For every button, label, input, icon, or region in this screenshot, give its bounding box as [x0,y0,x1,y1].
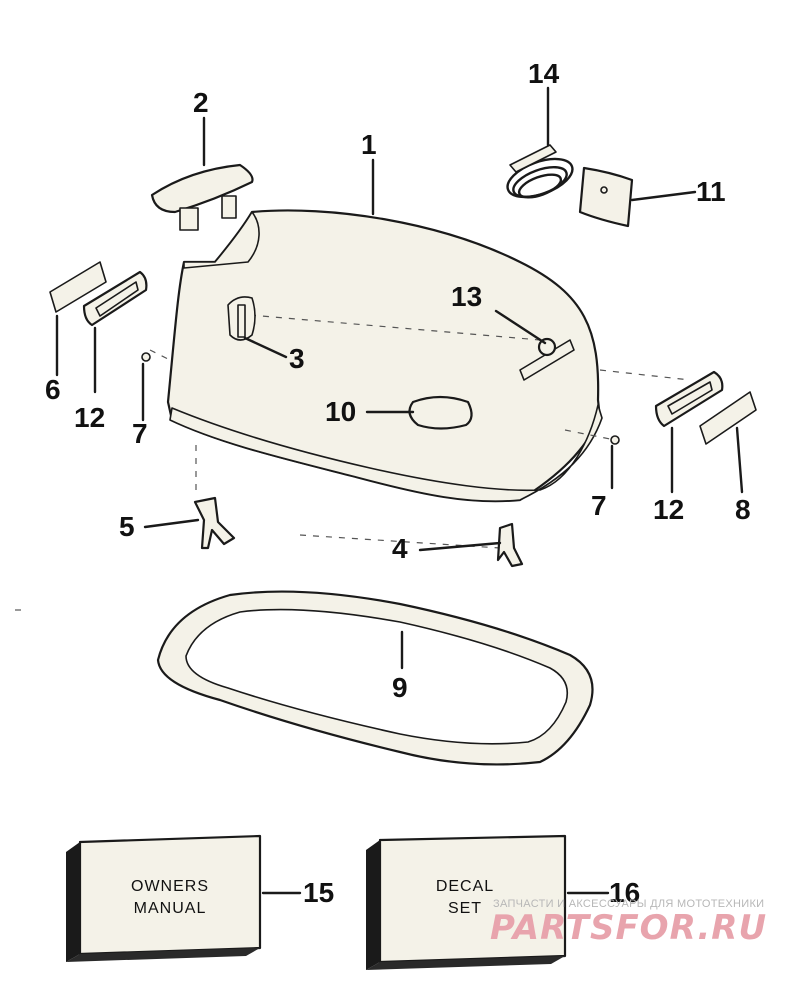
callout-8: 8 [735,494,751,525]
right-bracket-part [496,522,524,568]
cable-bundle-part [506,144,574,199]
pouch-part [578,166,634,228]
callout-14: 14 [528,58,560,89]
owners-manual-box [66,834,262,962]
latch-part [227,296,256,341]
right-screw-part [610,435,620,445]
left-bracket-part [193,496,236,550]
callout-12-left: 12 [74,402,106,433]
owners-manual-line-2: MANUAL [133,899,207,917]
callout-5: 5 [119,511,135,542]
callout-4: 4 [392,533,408,564]
callout-12-right: 12 [653,494,685,525]
decal-set-label: DECAL SET [405,876,525,919]
callout-2: 2 [193,87,209,118]
callout-1: 1 [361,129,377,160]
right-decal-plate-part [699,391,757,445]
top-cap-part [150,163,254,231]
seal-ring-part [156,590,594,766]
assembly-guide-lines [15,314,691,611]
callout-15: 15 [303,877,335,908]
right-gasket-part [654,370,724,428]
callout-10: 10 [325,396,357,427]
leader-lines [55,86,744,895]
callout-7-left: 7 [132,418,148,449]
emblem-part [408,395,473,430]
callout-9: 9 [392,672,408,703]
decal-set-box [366,834,567,970]
left-decal-plate-part [49,261,107,313]
watermark-logo: PARTSFOR.RU [490,908,768,948]
callout-13: 13 [451,281,483,312]
left-screw-part [141,352,151,362]
callout-16: 16 [609,877,641,908]
watermark-tagline: ЗАПЧАСТИ И АКСЕССУАРЫ ДЛЯ МОТОТЕХНИКИ [493,898,765,910]
callout-7-right: 7 [591,490,607,521]
owners-manual-label: OWNERS MANUAL [100,876,240,919]
callout-3: 3 [289,343,305,374]
engine-cover-part [166,209,603,503]
callout-6: 6 [45,374,61,405]
callout-11: 11 [696,176,726,207]
owners-manual-line-1: OWNERS [131,878,209,895]
decal-set-line-2: SET [447,899,483,917]
decal-set-line-1: DECAL [435,878,495,895]
left-gasket-part [82,270,148,327]
